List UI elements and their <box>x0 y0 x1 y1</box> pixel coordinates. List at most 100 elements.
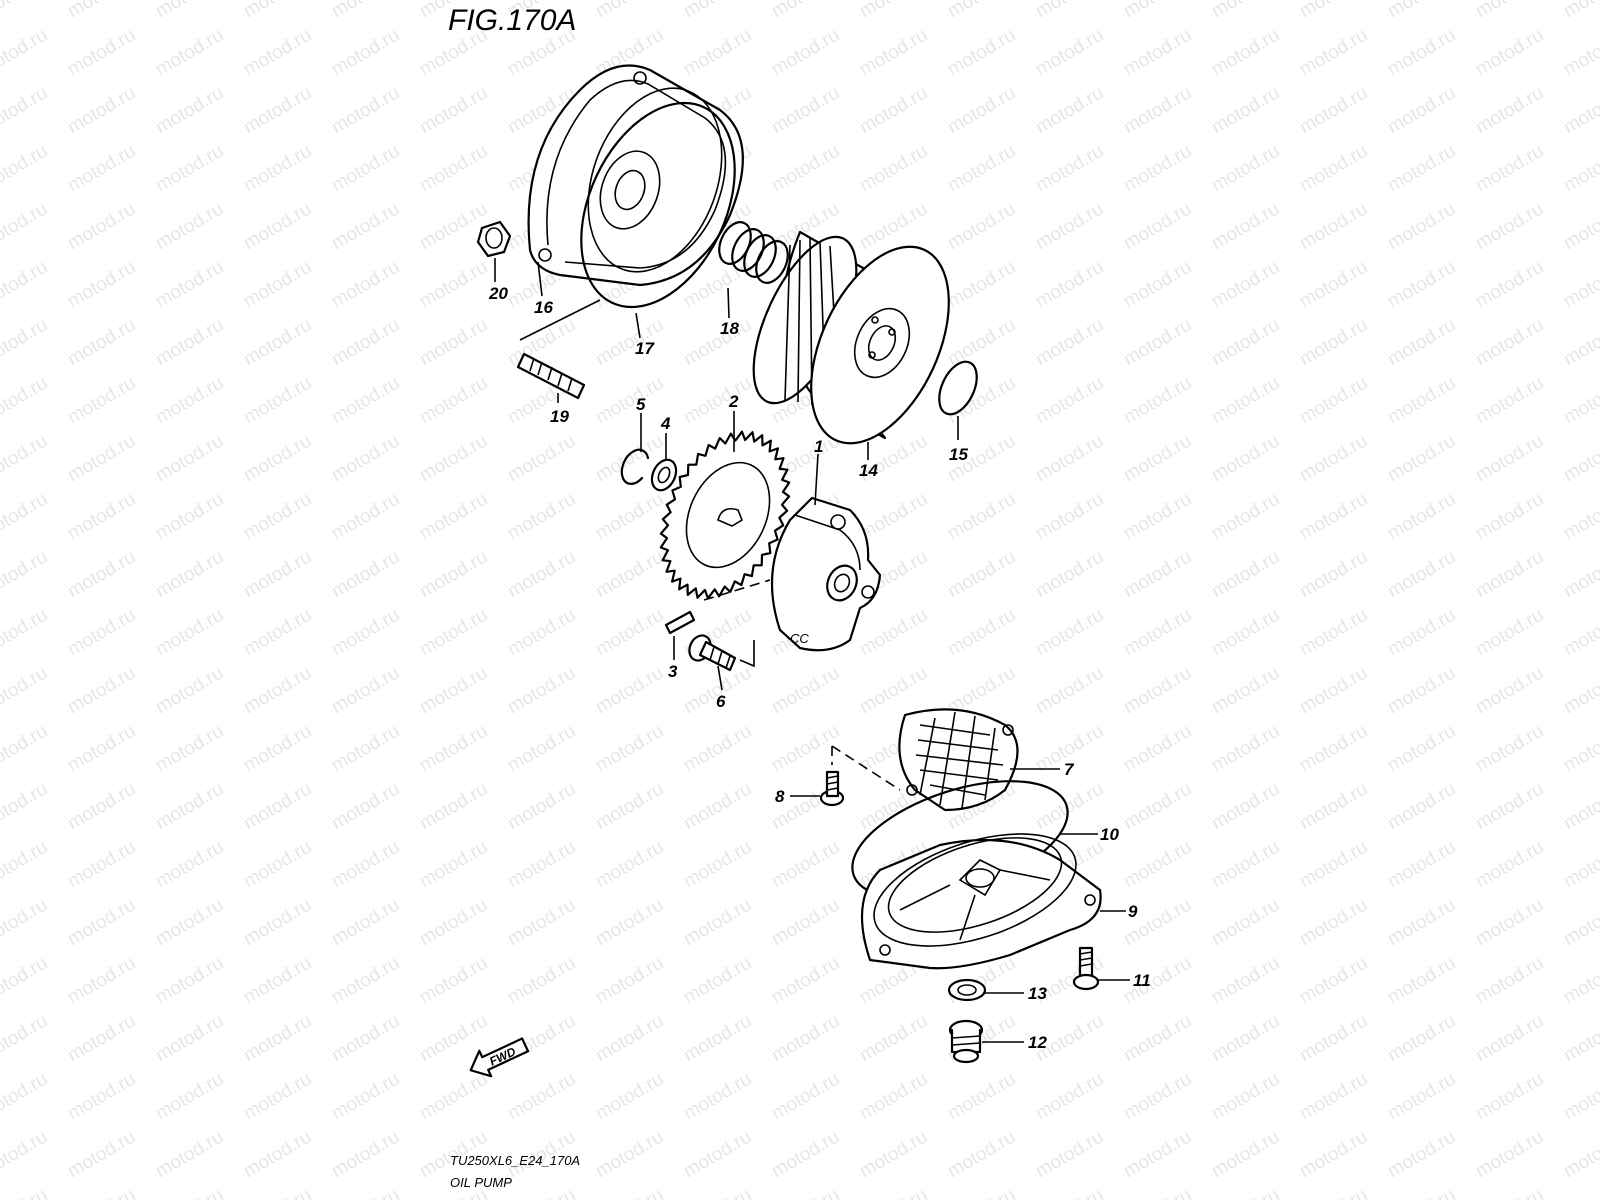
watermark-text: motod.ru <box>328 721 403 777</box>
watermark-text: motod.ru <box>1208 953 1283 1009</box>
part-8-screw <box>819 770 845 807</box>
callout-5: 5 <box>636 395 646 414</box>
watermark-text: motod.ru <box>240 0 315 22</box>
watermark-text: motod.ru <box>944 1069 1019 1125</box>
watermark-text: motod.ru <box>1472 25 1547 81</box>
watermark-text: motod.ru <box>416 721 491 777</box>
watermark-text: motod.ru <box>1120 953 1195 1009</box>
watermark-text: motod.ru <box>856 1185 931 1200</box>
watermark-text: motod.ru <box>680 1011 755 1067</box>
watermark-text: motod.ru <box>1208 721 1283 777</box>
watermark-text: motod.ru <box>1560 837 1600 893</box>
watermark-text: motod.ru <box>1032 0 1107 22</box>
part-13-gasket <box>947 978 987 1002</box>
watermark-text: motod.ru <box>328 1185 403 1200</box>
watermark-text: motod.ru <box>1032 1069 1107 1125</box>
watermark-text: motod.ru <box>1560 779 1600 835</box>
watermark-text: motod.ru <box>416 373 491 429</box>
watermark-text: motod.ru <box>944 141 1019 197</box>
watermark-text: motod.ru <box>1296 25 1371 81</box>
part-1-oil-pump-body: CC <box>770 496 882 652</box>
watermark-text: motod.ru <box>1120 1069 1195 1125</box>
callout-13: 13 <box>1028 984 1047 1003</box>
watermark-text: motod.ru <box>328 547 403 603</box>
watermark-text: motod.ru <box>1560 1011 1600 1067</box>
watermark-text: motod.ru <box>416 837 491 893</box>
callout-11: 11 <box>1133 971 1151 990</box>
watermark-text: motod.ru <box>592 721 667 777</box>
watermark-text: motod.ru <box>240 1185 315 1200</box>
watermark-text: motod.ru <box>1560 141 1600 197</box>
watermark-text: motod.ru <box>1296 779 1371 835</box>
watermark-text: motod.ru <box>1560 199 1600 255</box>
watermark-text: motod.ru <box>1472 257 1547 313</box>
watermark-text: motod.ru <box>240 953 315 1009</box>
watermark-text: motod.ru <box>240 315 315 371</box>
watermark-text: motod.ru <box>0 25 51 81</box>
watermark-text: motod.ru <box>592 1011 667 1067</box>
watermark-text: motod.ru <box>680 373 755 429</box>
watermark-text: motod.ru <box>1120 489 1195 545</box>
watermark-text: motod.ru <box>1208 199 1283 255</box>
watermark-text: motod.ru <box>504 431 579 487</box>
watermark-text: motod.ru <box>1032 315 1107 371</box>
watermark-text: motod.ru <box>1472 547 1547 603</box>
watermark-text: motod.ru <box>1296 489 1371 545</box>
watermark-text: motod.ru <box>768 25 843 81</box>
watermark-text: motod.ru <box>1560 547 1600 603</box>
watermark-text: motod.ru <box>592 315 667 371</box>
watermark-text: motod.ru <box>1296 1069 1371 1125</box>
watermark-text: motod.ru <box>1032 1185 1107 1200</box>
part-12-drain-plug <box>948 1019 984 1064</box>
watermark-text: motod.ru <box>1472 895 1547 951</box>
watermark-text: motod.ru <box>416 895 491 951</box>
watermark-text: motod.ru <box>1120 141 1195 197</box>
watermark-text: motod.ru <box>64 257 139 313</box>
watermark-text: motod.ru <box>1560 663 1600 719</box>
watermark-text: motod.ru <box>1384 1011 1459 1067</box>
watermark-text: motod.ru <box>0 663 51 719</box>
part-17-o-ring <box>580 101 736 309</box>
watermark-text: motod.ru <box>0 141 51 197</box>
watermark-text: motod.ru <box>680 1069 755 1125</box>
watermark-text: motod.ru <box>152 663 227 719</box>
watermark-text: motod.ru <box>1208 779 1283 835</box>
watermark-text: motod.ru <box>680 895 755 951</box>
watermark-text: motod.ru <box>1208 83 1283 139</box>
watermark-text: motod.ru <box>1472 199 1547 255</box>
watermark-text: motod.ru <box>152 83 227 139</box>
part-15-o-ring <box>938 360 978 416</box>
watermark-text: motod.ru <box>152 1185 227 1200</box>
watermark-text: motod.ru <box>0 1127 51 1183</box>
watermark-text: motod.ru <box>328 605 403 661</box>
watermark-text: motod.ru <box>1472 837 1547 893</box>
watermark-text: motod.ru <box>1208 373 1283 429</box>
watermark-text: motod.ru <box>0 431 51 487</box>
watermark-text: motod.ru <box>64 895 139 951</box>
watermark-text: motod.ru <box>1032 605 1107 661</box>
watermark-text: motod.ru <box>1384 779 1459 835</box>
watermark-text: motod.ru <box>328 25 403 81</box>
watermark-text: motod.ru <box>416 953 491 1009</box>
watermark-text: motod.ru <box>680 721 755 777</box>
part-18-spring <box>718 221 789 284</box>
watermark-text: motod.ru <box>768 1127 843 1183</box>
watermark-text: motod.ru <box>504 721 579 777</box>
watermark-text: motod.ru <box>1560 489 1600 545</box>
watermark-text: motod.ru <box>240 1069 315 1125</box>
watermark-text: motod.ru <box>1296 1127 1371 1183</box>
watermark-text: motod.ru <box>152 547 227 603</box>
watermark-text: motod.ru <box>504 1069 579 1125</box>
watermark-text: motod.ru <box>768 1011 843 1067</box>
watermark-text: motod.ru <box>64 837 139 893</box>
watermark-text: motod.ru <box>240 895 315 951</box>
watermark-text: motod.ru <box>1032 547 1107 603</box>
watermark-text: motod.ru <box>1120 0 1195 22</box>
part-5-circlip <box>620 448 650 485</box>
watermark-text: motod.ru <box>1560 895 1600 951</box>
watermark-text: motod.ru <box>328 489 403 545</box>
watermark-text: motod.ru <box>1472 83 1547 139</box>
watermark-text: motod.ru <box>416 83 491 139</box>
watermark-text: motod.ru <box>592 837 667 893</box>
watermark-text: motod.ru <box>1560 25 1600 81</box>
